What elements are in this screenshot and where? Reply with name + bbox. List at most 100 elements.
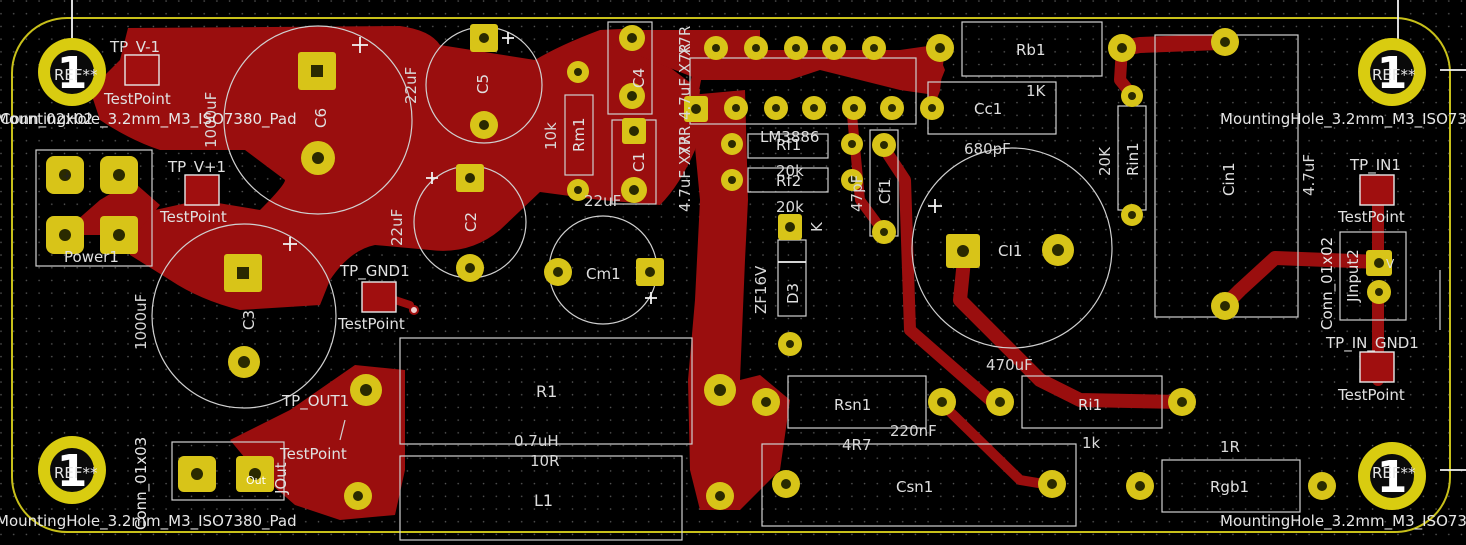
rgb1-value: 1R xyxy=(1220,438,1240,456)
jinput-pin-v: V xyxy=(1386,257,1395,271)
rin1-ref: Rin1 xyxy=(1124,142,1142,176)
outline-r1 xyxy=(399,337,693,445)
c5-ref: C5 xyxy=(474,74,492,94)
c4-value: X7R xyxy=(676,26,694,56)
r1-ref: R1 xyxy=(536,382,557,401)
rb1-value: 1K xyxy=(1026,82,1047,100)
power-pin-plus: + xyxy=(62,169,72,183)
mh-ref-bl: REF** xyxy=(54,464,98,482)
rf2-value: 20k xyxy=(776,198,804,216)
cin1-ref: Cin1 xyxy=(1220,162,1238,196)
c6-ref: C6 xyxy=(312,108,330,128)
outline-c3 xyxy=(151,223,337,409)
mounting-hole-top-left[interactable]: 1 REF** xyxy=(38,38,106,106)
x7r-a: 4.7uF X7R xyxy=(676,43,694,120)
jinput2-ref: JInput2 xyxy=(1344,249,1362,303)
tp-in-gnd1-ref: TP_IN_GND1 xyxy=(1325,334,1419,353)
mh-ref-tl: REF** xyxy=(54,66,98,84)
rsn1-value: 4R7 xyxy=(842,436,872,454)
cap-1000uf: 1000uF xyxy=(202,92,220,148)
mounting-hole-bottom-left[interactable]: 1 REF** xyxy=(38,436,106,504)
outline-ci1 xyxy=(911,147,1113,349)
c3-ref: C3 xyxy=(240,310,258,330)
mh-number: 1 xyxy=(57,48,88,99)
tp-in1-value: TestPoint xyxy=(1337,208,1405,226)
tp-in-gnd1-value: TestPoint xyxy=(1337,386,1405,404)
outline-jout xyxy=(171,441,285,501)
polarity-marks xyxy=(283,32,942,304)
tp-gnd1-value: TestPoint xyxy=(337,315,405,333)
mh-ref-br: REF** xyxy=(1372,464,1416,482)
outline-c6 xyxy=(223,25,413,215)
c3-value: 1000uF xyxy=(132,294,150,350)
cf1-ref: Cf1 xyxy=(876,179,894,204)
jout-ref: JOut xyxy=(272,462,290,495)
ri1-value: 1k xyxy=(1082,434,1101,452)
tp-in-pad[interactable] xyxy=(1359,174,1395,206)
tp-v-plus-pad[interactable] xyxy=(184,174,220,206)
l1-ref: L1 xyxy=(534,491,553,510)
c2-value: 22uF xyxy=(388,209,406,246)
d3-value: ZF16V xyxy=(752,265,770,314)
th-pads xyxy=(46,24,1392,510)
c4-ref: C4 xyxy=(630,68,648,88)
c1-ref: C1 xyxy=(630,152,648,172)
rm1-value: 10k xyxy=(542,122,560,150)
outline-rf2 xyxy=(747,167,829,193)
mh-fp-left-top: MountingHole_3.2mm_M3_ISO7380_Pad xyxy=(0,110,297,129)
rm1-ref: Rm1 xyxy=(570,117,588,152)
mh-number: 1 xyxy=(57,446,88,497)
c1-value-2: 22uF xyxy=(584,192,621,210)
mh-number: 1 xyxy=(1377,48,1408,99)
csn1-value: 220nF xyxy=(890,422,937,440)
rf1-ref: Rf1 xyxy=(776,136,801,154)
tp-in-gnd-pad[interactable] xyxy=(1359,351,1395,383)
mh-number: 1 xyxy=(1377,452,1408,503)
tp-vm1-ref: TP_V-1 xyxy=(109,38,160,57)
outline-rb1 xyxy=(961,21,1103,77)
mh-fp-right-bottom: MountingHole_3.2mm_M3_ISO7380_Pad xyxy=(1220,512,1466,531)
rb1-ref: Rb1 xyxy=(1016,41,1046,59)
x7r-b: 4.7uF X7R xyxy=(676,135,694,212)
mounting-hole-top-right[interactable]: 1 REF** xyxy=(1358,38,1426,106)
outline-jinput2 xyxy=(1339,231,1407,321)
cin1-value: 4.7uF xyxy=(1300,154,1318,196)
tp-v-minus-pad[interactable] xyxy=(124,54,160,86)
d3-ref: D3 xyxy=(784,283,802,304)
copper-pour-top-right xyxy=(600,30,945,95)
mh-fp-left-bottom: MountingHole_3.2mm_M3_ISO7380_Pad xyxy=(0,512,297,531)
mh-fp-right-top: MountingHole_3.2mm_M3_ISO7380_Pad xyxy=(1220,110,1466,129)
cm1-ref: Cm1 xyxy=(586,265,621,283)
power1-ref: Power1 xyxy=(64,248,119,266)
l1-value: 0.7uH xyxy=(514,432,559,450)
mounting-hole-bottom-right[interactable]: 1 REF** xyxy=(1358,442,1426,510)
tp-vp1-ref: TP_V+1 xyxy=(167,158,226,177)
trace-ci1-ri1 xyxy=(953,243,1189,409)
copper-pour-top-left xyxy=(90,26,700,310)
power1-fp: Conn_02x02 xyxy=(0,110,93,129)
tp-out1-value: TestPoint xyxy=(279,445,347,463)
outline-rf1 xyxy=(747,133,829,159)
rsn1-ref: Rsn1 xyxy=(834,396,871,414)
ci1-value: 470uF xyxy=(986,356,1033,374)
cc1-ref: Cc1 xyxy=(974,100,1002,118)
mh-ref-tr: REF** xyxy=(1372,66,1416,84)
lm3886-label: LM3886 xyxy=(760,128,819,146)
c1-value: X7R xyxy=(676,126,694,156)
outline-csn1 xyxy=(761,443,1077,527)
silkscreen-text: TP_V-1 TestPoint TP_V+1 TestPoint TP_GND… xyxy=(0,26,1466,531)
outline-rm1 xyxy=(564,94,594,176)
c6-value: 22uF xyxy=(402,67,420,104)
cc1-value: 680pF xyxy=(964,140,1011,158)
outline-l1 xyxy=(399,455,683,541)
tp-gnd-pad[interactable] xyxy=(361,281,397,313)
rf2-ref: Rf2 xyxy=(776,172,801,190)
rf1-value: 20k xyxy=(776,162,804,180)
tp-out-marker xyxy=(339,419,346,441)
trace-rb1-cin xyxy=(1114,34,1228,56)
jinput2-fp: Conn_01x02 xyxy=(1318,237,1337,330)
outline-lm3886 xyxy=(689,57,917,125)
outline-power1 xyxy=(35,149,153,267)
csn1-ref: Csn1 xyxy=(896,478,933,496)
tp-gnd-via xyxy=(409,305,419,315)
